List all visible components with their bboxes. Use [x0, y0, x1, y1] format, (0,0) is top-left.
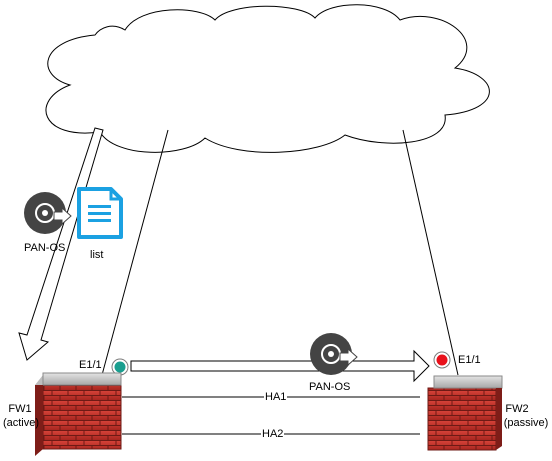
fw2-port-indicator	[433, 351, 451, 369]
session-sync-arrow	[130, 349, 430, 383]
config-sync-arrow	[18, 127, 104, 361]
ha1-label: HA1	[264, 391, 288, 404]
disc-icon	[24, 192, 72, 234]
software-label: PAN-OS	[309, 381, 351, 393]
cloud	[45, 4, 490, 153]
fw1-name: FW1	[8, 403, 32, 415]
fw1-state: (active)	[2, 417, 40, 429]
uplink-fw1	[101, 129, 169, 376]
fw1-interface-label: E1/1	[79, 359, 102, 371]
fw2-name: FW2	[505, 403, 529, 415]
disc-icon	[310, 333, 358, 375]
software-label: PAN-OS	[24, 242, 66, 254]
fw2-firewall-icon	[427, 375, 503, 451]
fw2-interface-label: E1/1	[458, 354, 481, 366]
fw2-state: (passive)	[503, 417, 549, 429]
document-icon	[77, 187, 123, 239]
ha2-label: HA2	[261, 428, 285, 441]
uplink-fw2	[402, 129, 459, 376]
document-label: list	[90, 249, 104, 261]
fw1-firewall-icon	[35, 372, 122, 456]
